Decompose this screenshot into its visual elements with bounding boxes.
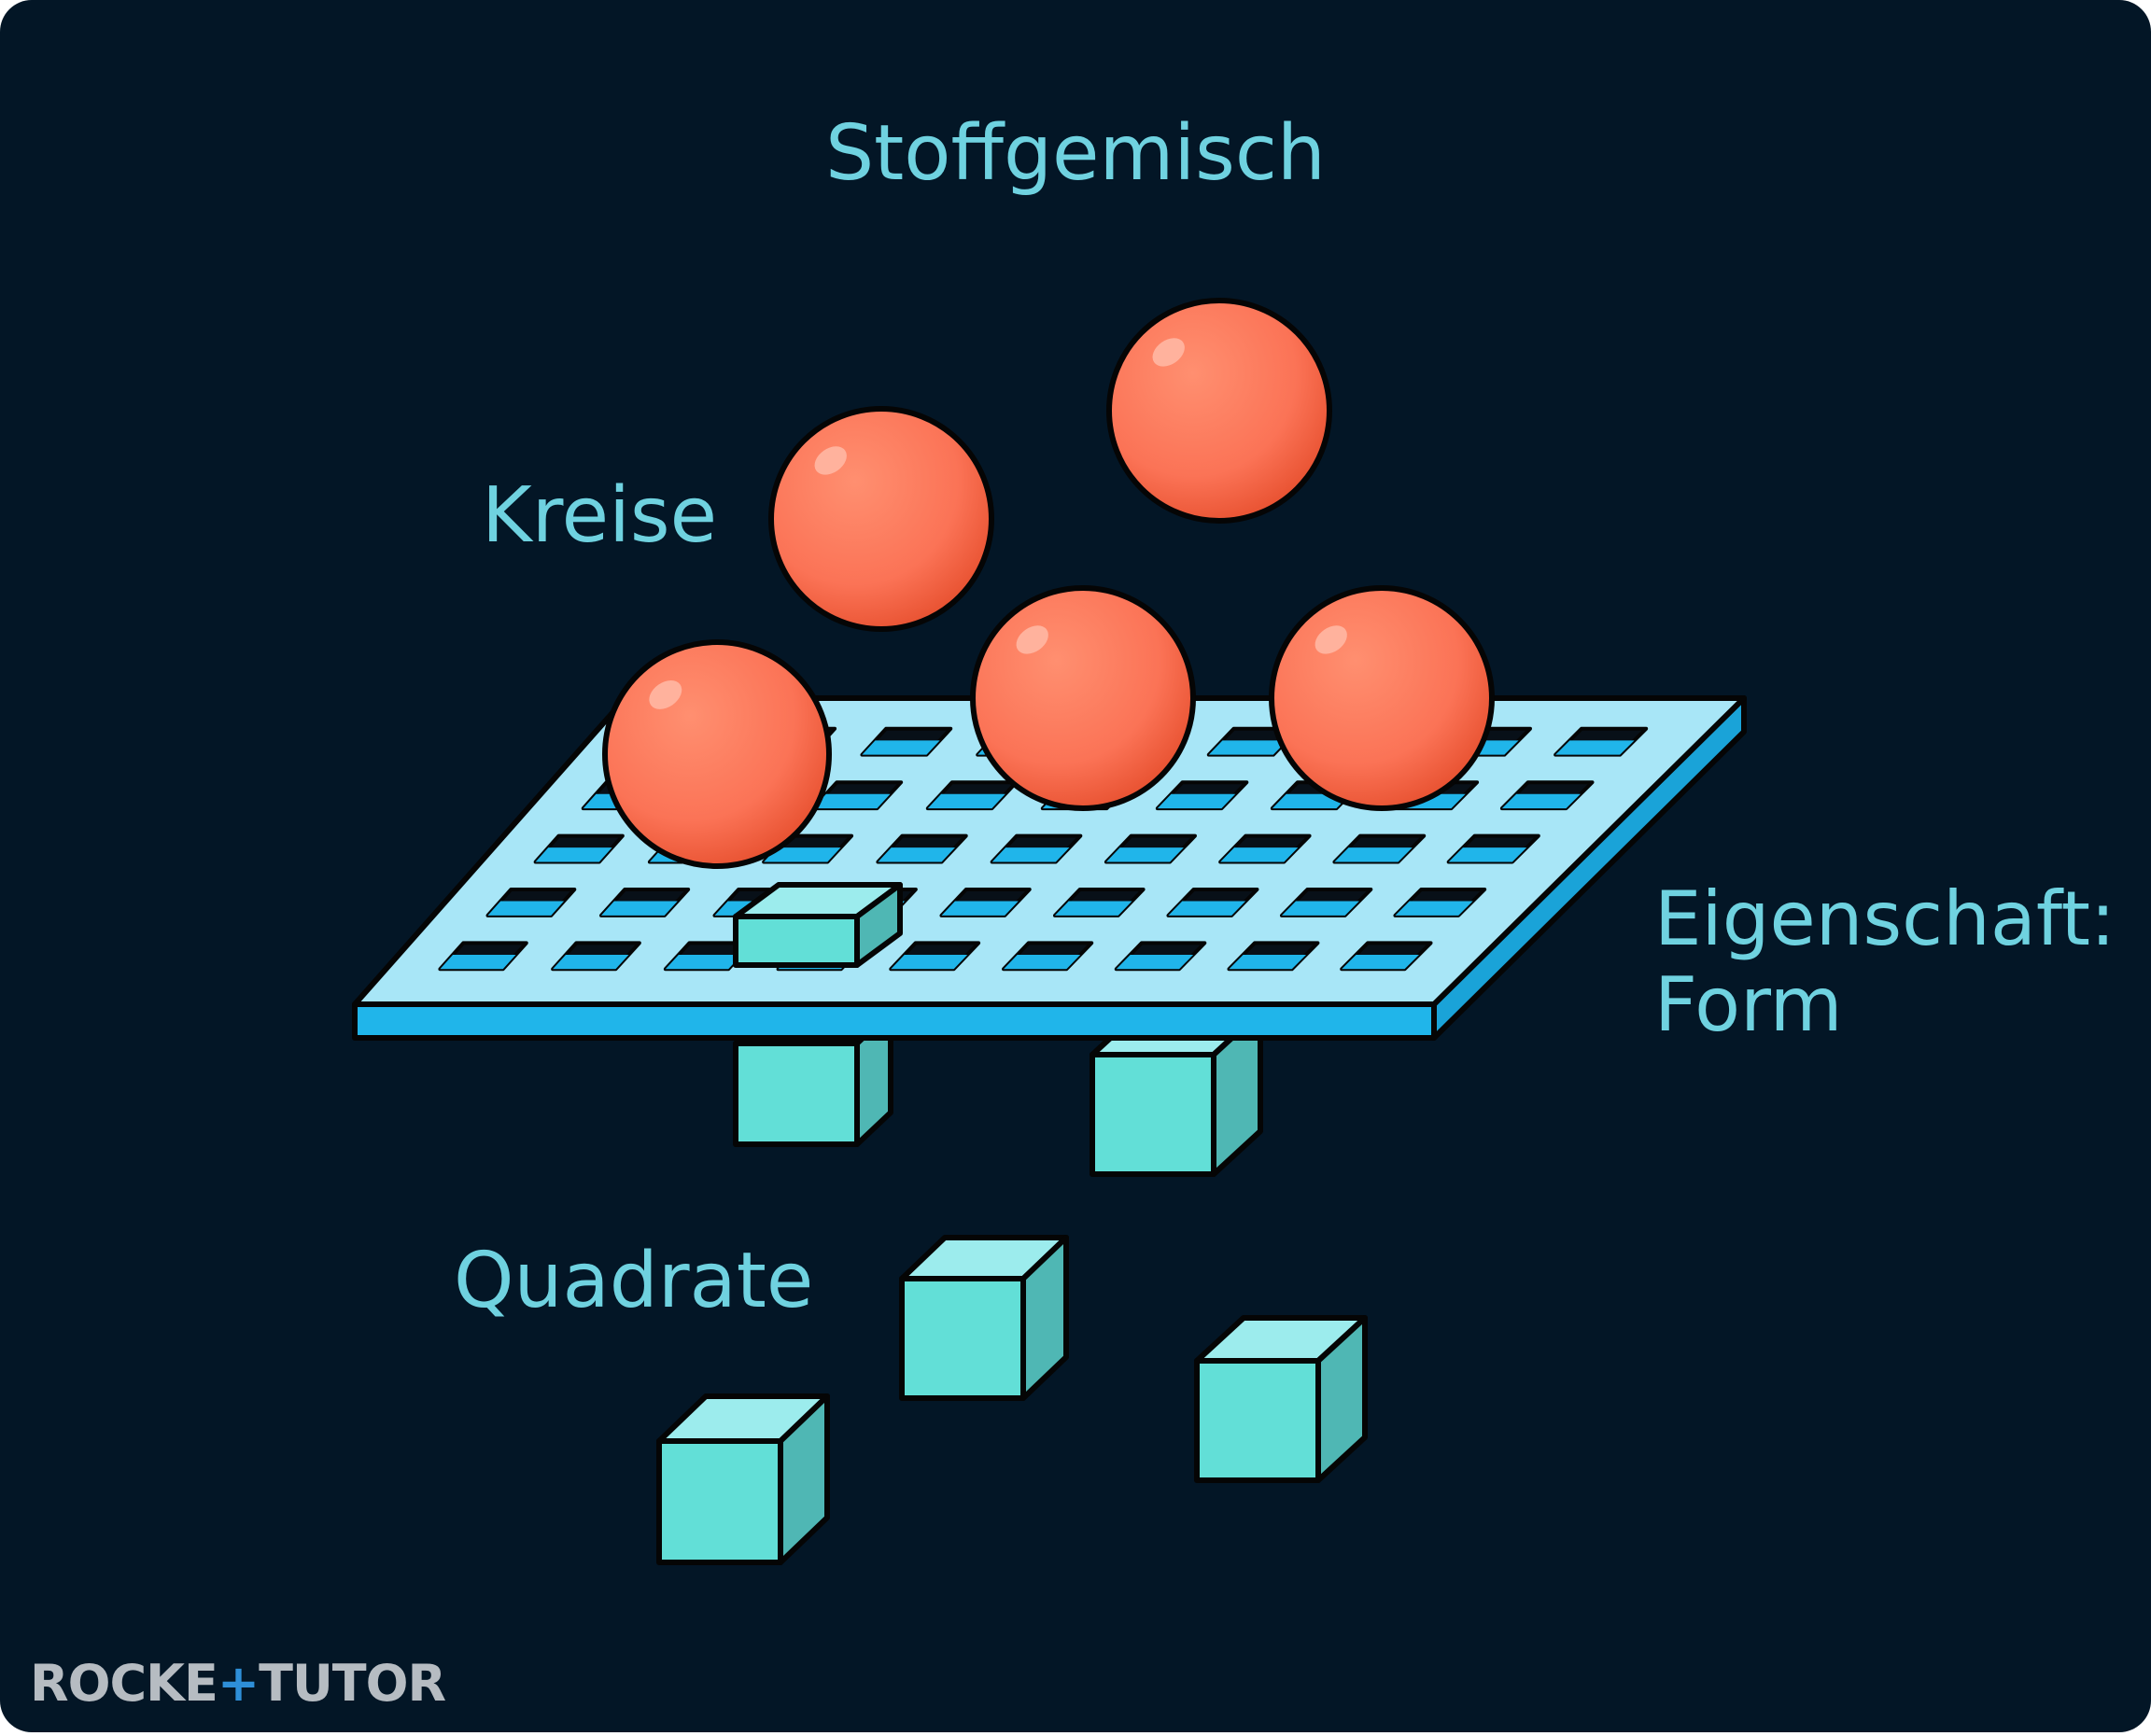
cube-on-sieve [733,882,903,968]
sieve-hole [889,941,981,972]
sieve-hole [438,941,528,972]
sphere-highlight [1314,625,1347,654]
cube-front-face [656,1438,783,1565]
sieve-hole [485,888,577,917]
sieve-hole [1218,833,1312,864]
sphere-on-sieve-1 [602,639,832,869]
sieve-hole [1166,888,1259,917]
cube-bottom-3 [656,1393,830,1565]
cube-front-face [733,1041,860,1147]
sieve-hole [810,780,904,811]
sieve-hole [939,888,1032,917]
title: Stoffgemisch [825,109,1326,198]
sieve-hole [1446,833,1540,864]
cube-front-face [1194,1358,1321,1483]
logo-text-r: R [408,1654,446,1713]
cube-bottom-1 [899,1235,1069,1401]
logo-text-rocke: ROCKE [30,1654,218,1713]
cube-front-face [1090,1052,1216,1177]
svg-text:ROCKE+TUTOR: ROCKE+TUTOR [30,1654,446,1713]
sieve-hole [551,941,641,972]
sphere-top-right [1106,298,1332,524]
sieve-front-edge [352,1001,1437,1041]
label-quadrate: Quadrate [454,1237,813,1325]
sieve-hole [1052,888,1146,917]
sieve-hole [1332,833,1427,864]
sieve-hole [598,888,691,917]
sphere-on-sieve-3 [1269,585,1495,811]
sieve-hole [1393,888,1487,917]
sphere-highlight [814,446,847,475]
sphere-highlight [1152,338,1185,367]
sphere-body [1106,298,1332,524]
cube-bottom-2 [1194,1315,1368,1483]
label-eigenschaft: Eigenschaft: [1654,875,2116,962]
sphere-highlight [649,679,682,709]
logo-text-tuto: TUTO [259,1654,407,1713]
sieve-hole [663,941,754,972]
logo-plus: + [218,1654,259,1713]
sphere-body [1269,585,1495,811]
sieve-hole [1499,780,1595,811]
label-form: Form [1654,961,1843,1048]
sieve-hole [1155,780,1249,811]
sphere-on-sieve-2 [970,585,1196,811]
sieve-hole [860,726,953,757]
sieve-hole [1227,941,1320,972]
sphere-top-left [768,406,994,632]
mixture-illustration [352,298,1747,1565]
sieve-hole [533,833,625,864]
sieve-hole [925,780,1019,811]
sieve-hole [1002,941,1094,972]
sieve-hole [1114,941,1207,972]
sphere-body [768,406,994,632]
cube-front-face [733,914,860,968]
sieve-hole [990,833,1083,864]
sieve-hole [1554,726,1649,757]
sphere-highlight [1016,625,1048,654]
logo: ROCKE+TUTOR [30,1654,447,1713]
sphere-body [970,585,1196,811]
sieve-hole [1279,888,1373,917]
label-kreise: Kreise [482,471,717,560]
sphere-body [602,639,832,869]
cube-front-face [899,1276,1026,1401]
sieve-hole [1340,941,1433,972]
sieve-hole [1104,833,1197,864]
sieve-hole [876,833,968,864]
